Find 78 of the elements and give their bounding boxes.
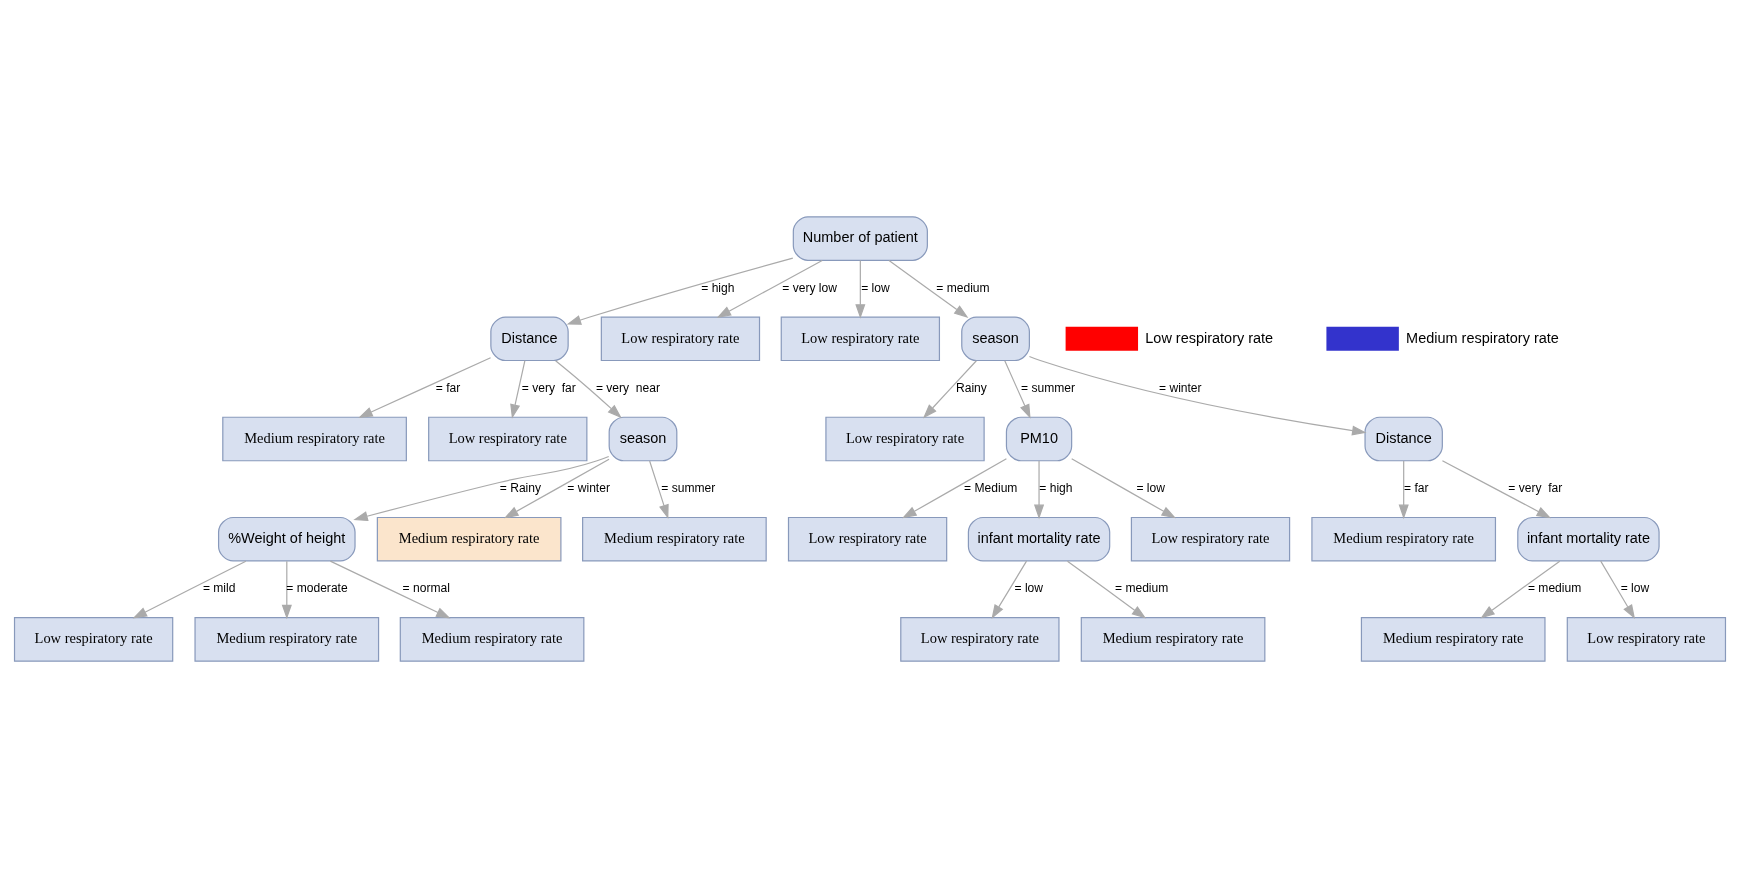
- arrow: [922, 359, 977, 418]
- node-box: Low respiratory rate: [787, 516, 948, 562]
- arrow: [1004, 359, 1031, 419]
- node-box: Number of patient: [792, 215, 928, 261]
- edge-label: = moderate: [286, 580, 348, 595]
- edge-label: = Medium: [964, 480, 1018, 495]
- node-box: PM10: [1005, 416, 1073, 461]
- node-box: season: [961, 315, 1030, 361]
- edge-label: = low: [1136, 480, 1165, 495]
- node-box: Medium respiratory rate: [1311, 516, 1497, 562]
- edge-label: = winter: [567, 480, 610, 495]
- edge-label: = very far: [521, 380, 576, 395]
- edge-label: = medium: [936, 280, 990, 295]
- edge-label: = very low: [782, 280, 837, 295]
- arrow: [358, 356, 492, 418]
- node-box: Distance: [490, 315, 569, 361]
- node-box: Low respiratory rate: [1130, 516, 1291, 562]
- edge-label: = summer: [1021, 380, 1076, 395]
- edge-label: Rainy: [956, 380, 987, 395]
- node-box: season: [608, 416, 678, 461]
- edge-label: = mild: [202, 580, 236, 595]
- edge-label: = winter: [1159, 380, 1202, 395]
- arrow: [1441, 459, 1552, 518]
- edge-label: = high: [701, 280, 735, 295]
- edge-label: = normal: [402, 580, 450, 595]
- node-box: Low respiratory rate: [825, 416, 985, 461]
- arrow: [504, 458, 610, 518]
- edge-label: = far: [435, 380, 461, 395]
- arrow: [510, 359, 526, 419]
- arrow: [132, 560, 247, 618]
- arrow: [281, 560, 292, 619]
- arrow: [902, 457, 1007, 518]
- edge-label: = summer: [661, 480, 716, 495]
- node-box: Medium respiratory rate: [222, 416, 407, 461]
- node-box: Low respiratory rate: [428, 416, 588, 461]
- arrow: [1066, 560, 1147, 619]
- node-box: Low respiratory rate: [780, 315, 941, 361]
- node-box: infant mortality rate: [1517, 516, 1660, 562]
- arrow: [566, 256, 794, 325]
- legend-label: Medium respiratory rate: [1406, 329, 1559, 346]
- edge-label: = medium: [1115, 580, 1169, 595]
- node-box: Medium respiratory rate: [194, 616, 380, 662]
- node-box: Medium respiratory rate: [1360, 616, 1546, 662]
- arrow: [991, 560, 1028, 619]
- node-box: infant mortality rate: [967, 516, 1111, 562]
- node-box: Distance: [1364, 416, 1443, 461]
- arrow: [649, 459, 669, 519]
- node-box: Medium respiratory rate: [399, 616, 585, 662]
- node-box: Low respiratory rate: [600, 315, 761, 361]
- edge-label: = medium: [1527, 580, 1582, 595]
- edge-label: = low: [861, 280, 890, 295]
- arrow: [329, 560, 451, 618]
- arrow: [1033, 459, 1045, 519]
- node-box: Low respiratory rate: [1566, 616, 1727, 662]
- arrow: [1480, 560, 1561, 619]
- edge-label: = Rainy: [499, 480, 542, 495]
- edge-label: = low: [1014, 580, 1044, 595]
- node-box: Medium respiratory rate: [582, 516, 767, 562]
- arrow: [353, 455, 610, 521]
- edge-label: = very far: [1508, 480, 1563, 495]
- node-box: Medium respiratory rate: [1080, 616, 1266, 662]
- node-box: Low respiratory rate: [13, 616, 174, 662]
- arrow: [1071, 457, 1176, 518]
- arrow: [888, 259, 969, 318]
- edge-label: = far: [1404, 480, 1429, 495]
- arrow: [1028, 355, 1367, 436]
- edge-label: = very near: [595, 380, 660, 395]
- arrow: [555, 359, 622, 418]
- legend-label: Low respiratory rate: [1145, 329, 1274, 346]
- edge-label: = high: [1039, 480, 1073, 495]
- arrow: [1600, 560, 1636, 619]
- arrow: [1398, 459, 1409, 519]
- node-box: Low respiratory rate: [900, 616, 1060, 662]
- edge-label: = low: [1620, 580, 1650, 595]
- arrow: [855, 259, 866, 319]
- node-box: Medium respiratory rate: [376, 516, 562, 562]
- arrow: [716, 259, 823, 318]
- node-box: %Weight of height: [217, 516, 356, 562]
